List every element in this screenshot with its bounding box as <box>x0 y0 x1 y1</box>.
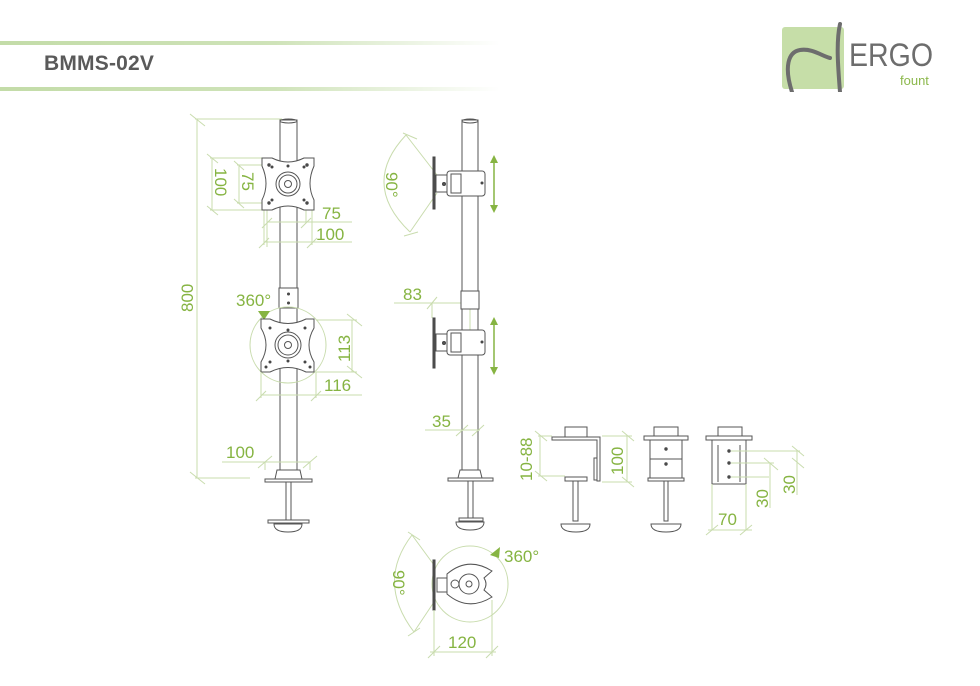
dim-clamp-width-label: 70 <box>718 510 737 529</box>
dim-desk-thickness <box>534 430 565 482</box>
dim-base-width-label: 100 <box>226 443 254 462</box>
side-pole-top <box>461 118 479 124</box>
clamp-front-lower <box>649 458 683 479</box>
dim-top-plate-height-outer: 100 <box>211 168 230 196</box>
clamp-inner-plate <box>593 457 598 481</box>
front-rotation-circle <box>249 306 327 384</box>
dim-lower-plate-width-label: 116 <box>324 376 351 395</box>
front-clamp-knob <box>273 523 303 533</box>
dim-top-plate-width-inner: 75 <box>322 204 341 223</box>
header-rule-bottom <box>0 87 500 91</box>
clamp-bracket <box>551 436 601 482</box>
side-clamp-pad <box>458 517 484 522</box>
dim-desk-thickness-label: 10-88 <box>517 438 536 481</box>
clamp-pad <box>564 476 588 482</box>
logo-swoosh-icon <box>785 22 842 92</box>
front-pole-collar <box>274 469 303 480</box>
rotation-arrow-icon <box>258 311 270 320</box>
front-clamp-screw <box>285 481 292 521</box>
side-pole-collar <box>457 469 483 479</box>
dim-hole-spacing <box>731 445 805 508</box>
clamp-front-screw <box>663 480 669 522</box>
clamp-knob <box>560 523 591 533</box>
side-clamp-knob <box>455 521 485 531</box>
logo-sub: fount <box>900 73 929 88</box>
dim-pole-diameter <box>425 424 485 437</box>
dim-hole-spacing-a-label: 30 <box>753 489 772 508</box>
side-lower-arm <box>435 329 486 356</box>
top-rotation-circle <box>431 545 509 623</box>
clamp-front-view <box>643 426 689 533</box>
arrow-down-icon <box>490 367 498 375</box>
top-tilt-arc <box>394 531 435 637</box>
dim-top-plate-width-outer: 100 <box>316 225 344 244</box>
logo-brand: ERGO <box>849 37 933 73</box>
side-top-arm <box>435 170 486 197</box>
front-rotation-label: 360° <box>236 291 271 310</box>
dim-top-plate-height-inner: 75 <box>238 172 257 191</box>
lower-vesa-plate <box>260 318 315 373</box>
page-title: BMMS-02V <box>44 52 155 75</box>
dim-800-line <box>189 113 282 485</box>
clamp-screw <box>572 480 579 522</box>
clamp-top-cap <box>564 426 588 438</box>
clamp-front-flange <box>643 435 689 441</box>
dim-top-plate-width <box>258 210 352 249</box>
clamp-back-flange <box>705 435 753 441</box>
front-pole-joint <box>278 287 299 309</box>
top-tilt-label: 90° <box>389 570 408 596</box>
side-clamp-screw <box>467 480 474 520</box>
side-lower-monitor-plate <box>432 317 436 369</box>
side-top-tilt-label: 90° <box>382 172 401 198</box>
side-top-tilt-arc <box>383 132 438 237</box>
top-monitor-plate <box>432 559 436 611</box>
dim-base-width <box>222 455 318 470</box>
dim-top-width-label: 120 <box>448 633 476 652</box>
dim-800-label: 800 <box>178 284 197 312</box>
dim-lower-plate-width <box>255 372 362 402</box>
front-clamp-pad <box>267 519 310 524</box>
top-pole <box>458 573 480 595</box>
front-view: 800 100 75 75 100 360° <box>178 113 363 533</box>
side-view: 90° 83 35 <box>382 118 498 531</box>
dim-clamp-width <box>705 484 753 536</box>
ergofount-logo: ERGO fount <box>782 22 933 92</box>
dim-hole-spacing-b-label: 30 <box>780 475 799 494</box>
clamp-side-view: 10-88 100 <box>517 426 635 533</box>
dim-pole-diameter-label: 35 <box>432 412 451 431</box>
header-rule-top <box>0 41 500 45</box>
clamp-back-view: 70 30 30 <box>705 426 805 536</box>
dim-clamp-height-label: 100 <box>608 447 627 475</box>
dim-clamp-height <box>602 430 635 488</box>
front-pole-top <box>279 118 298 124</box>
dim-lower-plate-height <box>316 313 363 379</box>
rotation-arrow-icon <box>490 547 500 558</box>
dim-top-width <box>427 600 499 659</box>
side-top-monitor-plate <box>432 156 436 210</box>
top-vesa-plate <box>261 157 315 211</box>
arrow-up-icon <box>490 155 498 163</box>
arrow-down-icon <box>490 205 498 213</box>
clamp-front-knob <box>650 523 682 533</box>
arrow-up-icon <box>490 317 498 325</box>
dim-lower-plate-height-label: 113 <box>335 335 354 362</box>
top-rotation-label: 360° <box>504 547 539 566</box>
dim-arm-offset <box>394 296 476 333</box>
dim-arm-offset-label: 83 <box>403 285 422 304</box>
dim-top-plate-height <box>206 153 265 216</box>
logo-badge <box>782 27 844 89</box>
side-pole-joint <box>460 290 480 310</box>
top-view: 90° 360° 120 <box>389 531 539 659</box>
